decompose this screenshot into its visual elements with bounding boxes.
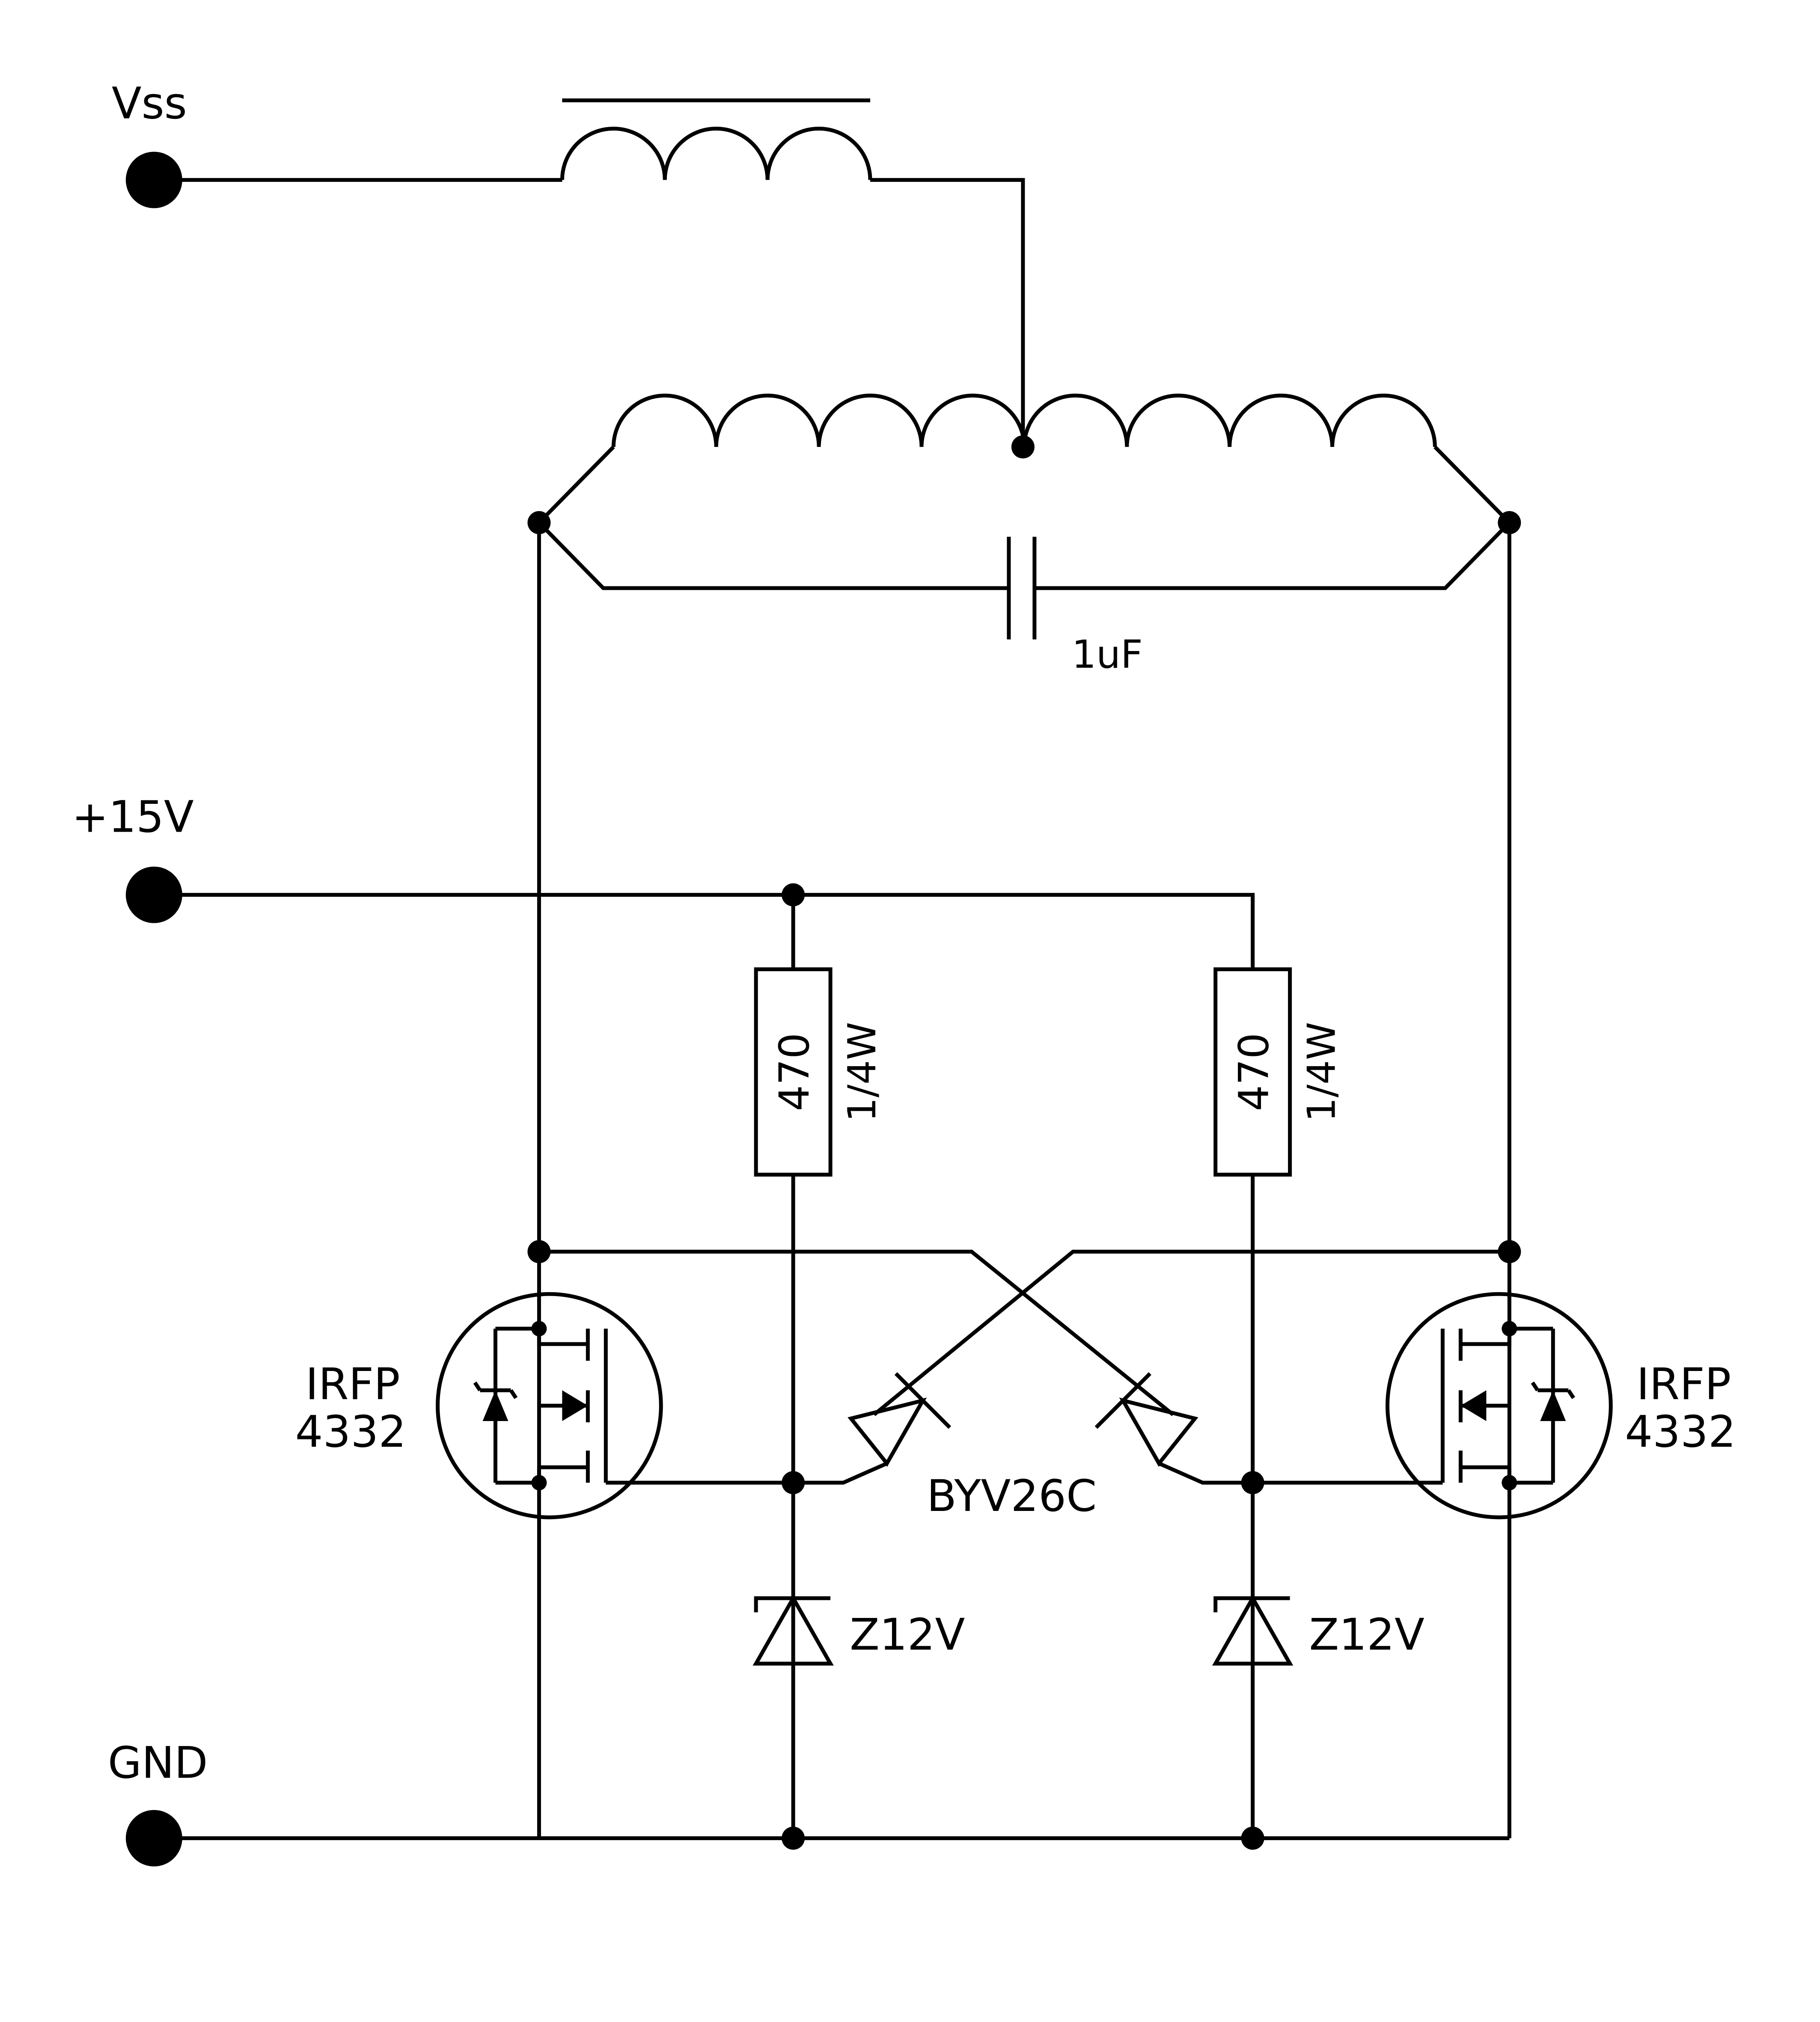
input-choke-inductor [154, 98, 1025, 447]
right-zener-diode: Z12V [1212, 1594, 1424, 1666]
left-resistor-value: 470 [770, 1033, 818, 1111]
plus15v-terminal: +15V [72, 792, 194, 923]
resonant-capacitor: 1uF [538, 521, 1511, 677]
right-gate-resistor: 470 1/4W [1213, 967, 1344, 1177]
left-resistor-power: 1/4W [840, 1022, 885, 1122]
gnd-terminal: GND [108, 1738, 208, 1867]
left-zener-diode: Z12V [752, 1594, 965, 1666]
cross-diode-label: BYV26C [927, 1471, 1097, 1522]
right-drain-to-left-diode [873, 1249, 1510, 1416]
left-gate-resistor: 470 1/4W [754, 967, 885, 1177]
left-mosfet-label-1: IRFP [306, 1359, 400, 1410]
right-mosfet-body [1385, 1292, 1613, 1519]
plus15v-bus [154, 893, 1255, 969]
plus15v-label: +15V [72, 792, 194, 843]
right-mosfet-label-1: IRFP [1636, 1359, 1731, 1410]
right-cross-diode [1094, 1372, 1253, 1485]
left-mosfet: IRFP 4332 [295, 1292, 794, 1519]
vss-label: Vss [112, 78, 187, 129]
right-zener-label: Z12V [1309, 1609, 1424, 1660]
right-resistor-value: 470 [1230, 1033, 1278, 1111]
right-resistor-power: 1/4W [1300, 1022, 1344, 1122]
capacitor-value: 1uF [1072, 633, 1143, 677]
left-cross-diode [793, 1372, 952, 1485]
center-tap-junction [1011, 435, 1035, 459]
left-zener-label: Z12V [850, 1609, 965, 1660]
right-mosfet: IRFP 4332 [1252, 1292, 1736, 1519]
left-mosfet-body [436, 1292, 663, 1519]
left-drain-to-right-diode [539, 1249, 1175, 1416]
vss-terminal: Vss [112, 78, 187, 208]
right-mosfet-label-2: 4332 [1625, 1406, 1736, 1457]
left-mosfet-label-2: 4332 [295, 1406, 406, 1457]
gnd-label: GND [108, 1738, 208, 1789]
